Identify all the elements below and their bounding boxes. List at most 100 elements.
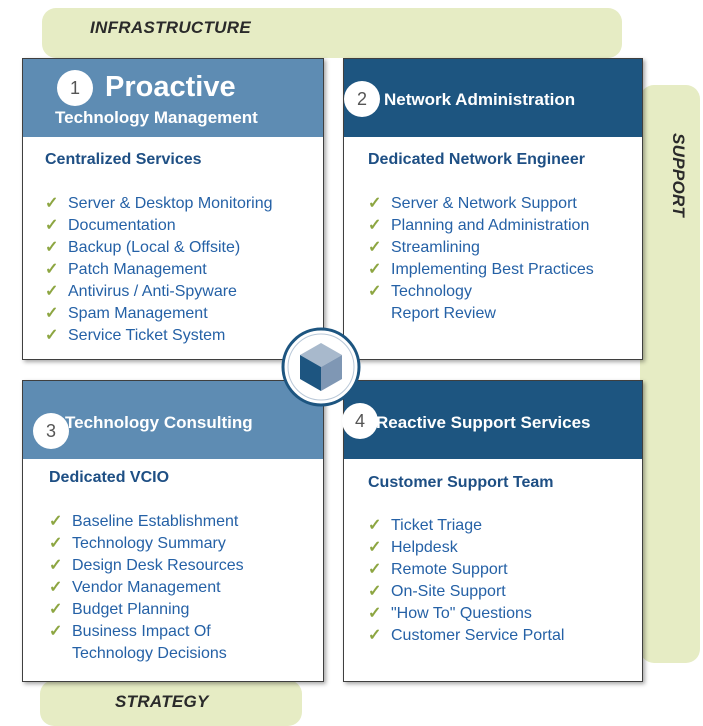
list-item: ✓ Helpdesk: [368, 537, 564, 559]
list-item: ✓ Design Desk Resources: [49, 555, 244, 577]
list-item: ✓ Ticket Triage: [368, 515, 564, 537]
checkmark-icon: ✓: [368, 627, 382, 644]
quadrant-reactive-support: 4 Reactive Support Services Customer Sup…: [342, 380, 643, 682]
quadrant-title-sub: Technology Management: [55, 108, 258, 127]
list-item: ✓ Budget Planning: [49, 599, 244, 621]
list-item: ✓ Customer Service Portal: [368, 625, 564, 647]
service-list: ✓ Baseline Establishment ✓ Technology Summ…: [49, 511, 244, 665]
list-item: ✓ Baseline Establishment: [49, 511, 244, 533]
checkmark-icon: ✓: [368, 517, 382, 534]
list-item-label: Budget Planning: [72, 601, 190, 618]
list-item-label: Design Desk Resources: [72, 557, 244, 574]
checkmark-icon: ✓: [49, 535, 63, 552]
list-item-label: Technology Summary: [72, 535, 226, 552]
list-item-label: Business Impact Of: [72, 623, 211, 640]
list-item-label: Antivirus / Anti-Spyware: [68, 283, 237, 300]
strategy-label: STRATEGY: [115, 692, 209, 711]
checkmark-icon: ✓: [368, 217, 382, 234]
service-list: ✓ Server & Desktop Monitoring ✓ Documentat…: [45, 193, 273, 347]
list-item: ✓ On-Site Support: [368, 581, 564, 603]
checkmark-icon: ✓: [49, 623, 63, 640]
support-band: [640, 85, 700, 663]
checkmark-icon: ✓: [368, 283, 382, 300]
quadrant-title: Network Administration: [384, 90, 576, 109]
list-item-label: Server & Desktop Monitoring: [68, 195, 273, 212]
list-item-continuation: Report Review: [391, 305, 496, 322]
list-item-label: Streamlining: [391, 239, 480, 256]
list-item-label: Planning and Administration: [391, 217, 590, 234]
list-item-label: Customer Service Portal: [391, 627, 565, 644]
list-item-label: Vendor Management: [72, 579, 221, 596]
list-item: ✓ Server & Desktop Monitoring: [45, 193, 273, 215]
number-badge: 4: [342, 403, 378, 439]
list-item-label: Patch Management: [68, 261, 207, 278]
checkmark-icon: ✓: [49, 513, 63, 530]
checkmark-icon: ✓: [368, 583, 382, 600]
checkmark-icon: ✓: [49, 601, 63, 618]
checkmark-icon: ✓: [45, 217, 59, 234]
quadrant-title: Technology Consulting: [65, 413, 253, 432]
quadrant-header: 3 Technology Consulting: [23, 381, 323, 459]
checkmark-icon: ✓: [49, 557, 63, 574]
list-item: ✓ Technology Summary: [49, 533, 244, 555]
checkmark-icon: ✓: [368, 605, 382, 622]
checkmark-icon: ✓: [368, 239, 382, 256]
list-item: ✓ Streamlining: [368, 237, 594, 259]
list-item-label: Service Ticket System: [68, 327, 226, 344]
list-item: ✓ Server & Network Support: [368, 193, 594, 215]
checkmark-icon: ✓: [368, 195, 382, 212]
quadrant-header: 4 Reactive Support Services: [342, 381, 642, 459]
infrastructure-band: [42, 8, 622, 58]
checkmark-icon: ✓: [368, 539, 382, 556]
quadrant-title: Proactive: [105, 71, 236, 103]
checkmark-icon: ✓: [49, 579, 63, 596]
list-item-label: On-Site Support: [391, 583, 506, 600]
list-item-label: Implementing Best Practices: [391, 261, 594, 278]
list-item: ✓ Documentation: [45, 215, 273, 237]
list-item-label: Server & Network Support: [391, 195, 577, 212]
list-item: ✓ Vendor Management: [49, 577, 244, 599]
service-list: ✓ Server & Network Support ✓ Planning and …: [368, 193, 594, 325]
checkmark-icon: ✓: [368, 561, 382, 578]
quadrant-header: 1 Proactive Technology Management: [23, 59, 323, 137]
quadrant-subtitle: Dedicated Network Engineer: [368, 151, 585, 168]
checkmark-icon: ✓: [368, 261, 382, 278]
number-badge: 2: [344, 81, 380, 117]
number-badge: 1: [57, 70, 93, 106]
checkmark-icon: ✓: [45, 261, 59, 278]
list-item-label: Remote Support: [391, 561, 508, 578]
infrastructure-label: INFRASTRUCTURE: [90, 18, 251, 37]
checkmark-icon: ✓: [45, 195, 59, 212]
service-list: ✓ Ticket Triage ✓ Helpdesk ✓ Remote Support…: [368, 515, 564, 647]
checkmark-icon: ✓: [45, 239, 59, 256]
list-item: ✓ Planning and Administration: [368, 215, 594, 237]
list-item: ✓ Backup (Local & Offsite): [45, 237, 273, 259]
list-item-label: Baseline Establishment: [72, 513, 239, 530]
list-item-label: Backup (Local & Offsite): [68, 239, 241, 256]
list-item: ✓ Patch Management: [45, 259, 273, 281]
quadrant-header: 2 Network Administration: [344, 59, 642, 137]
number-badge: 3: [33, 413, 69, 449]
list-item-label: "How To" Questions: [391, 605, 532, 622]
list-item: ✓ Antivirus / Anti-Spyware: [45, 281, 273, 303]
list-item-label: Ticket Triage: [391, 517, 482, 534]
list-item: ✓ Remote Support: [368, 559, 564, 581]
quadrant-network-administration: 2 Network Administration Dedicated Netwo…: [343, 58, 643, 360]
list-item-label: Helpdesk: [391, 539, 458, 556]
list-item: ✓Spam Management: [45, 303, 273, 325]
list-item-label: Documentation: [68, 217, 176, 234]
cube-icon: [281, 327, 361, 407]
list-item: ✓Service Ticket System: [45, 325, 273, 347]
quadrant-subtitle: Dedicated VCIO: [49, 469, 170, 486]
quadrant-technology-consulting: 3 Technology Consulting Dedicated VCIO ✓…: [22, 380, 324, 682]
quadrant-subtitle: Centralized Services: [45, 151, 202, 168]
list-item: ✓ Implementing Best Practices: [368, 259, 594, 281]
strategy-band: [40, 680, 302, 726]
support-label: SUPPORT: [669, 133, 688, 217]
checkmark-icon: ✓: [45, 283, 59, 300]
quadrant-proactive: 1 Proactive Technology Management Centra…: [22, 58, 324, 360]
quadrant-subtitle: Customer Support Team: [368, 474, 554, 491]
quadrant-title: Reactive Support Services: [376, 413, 591, 432]
